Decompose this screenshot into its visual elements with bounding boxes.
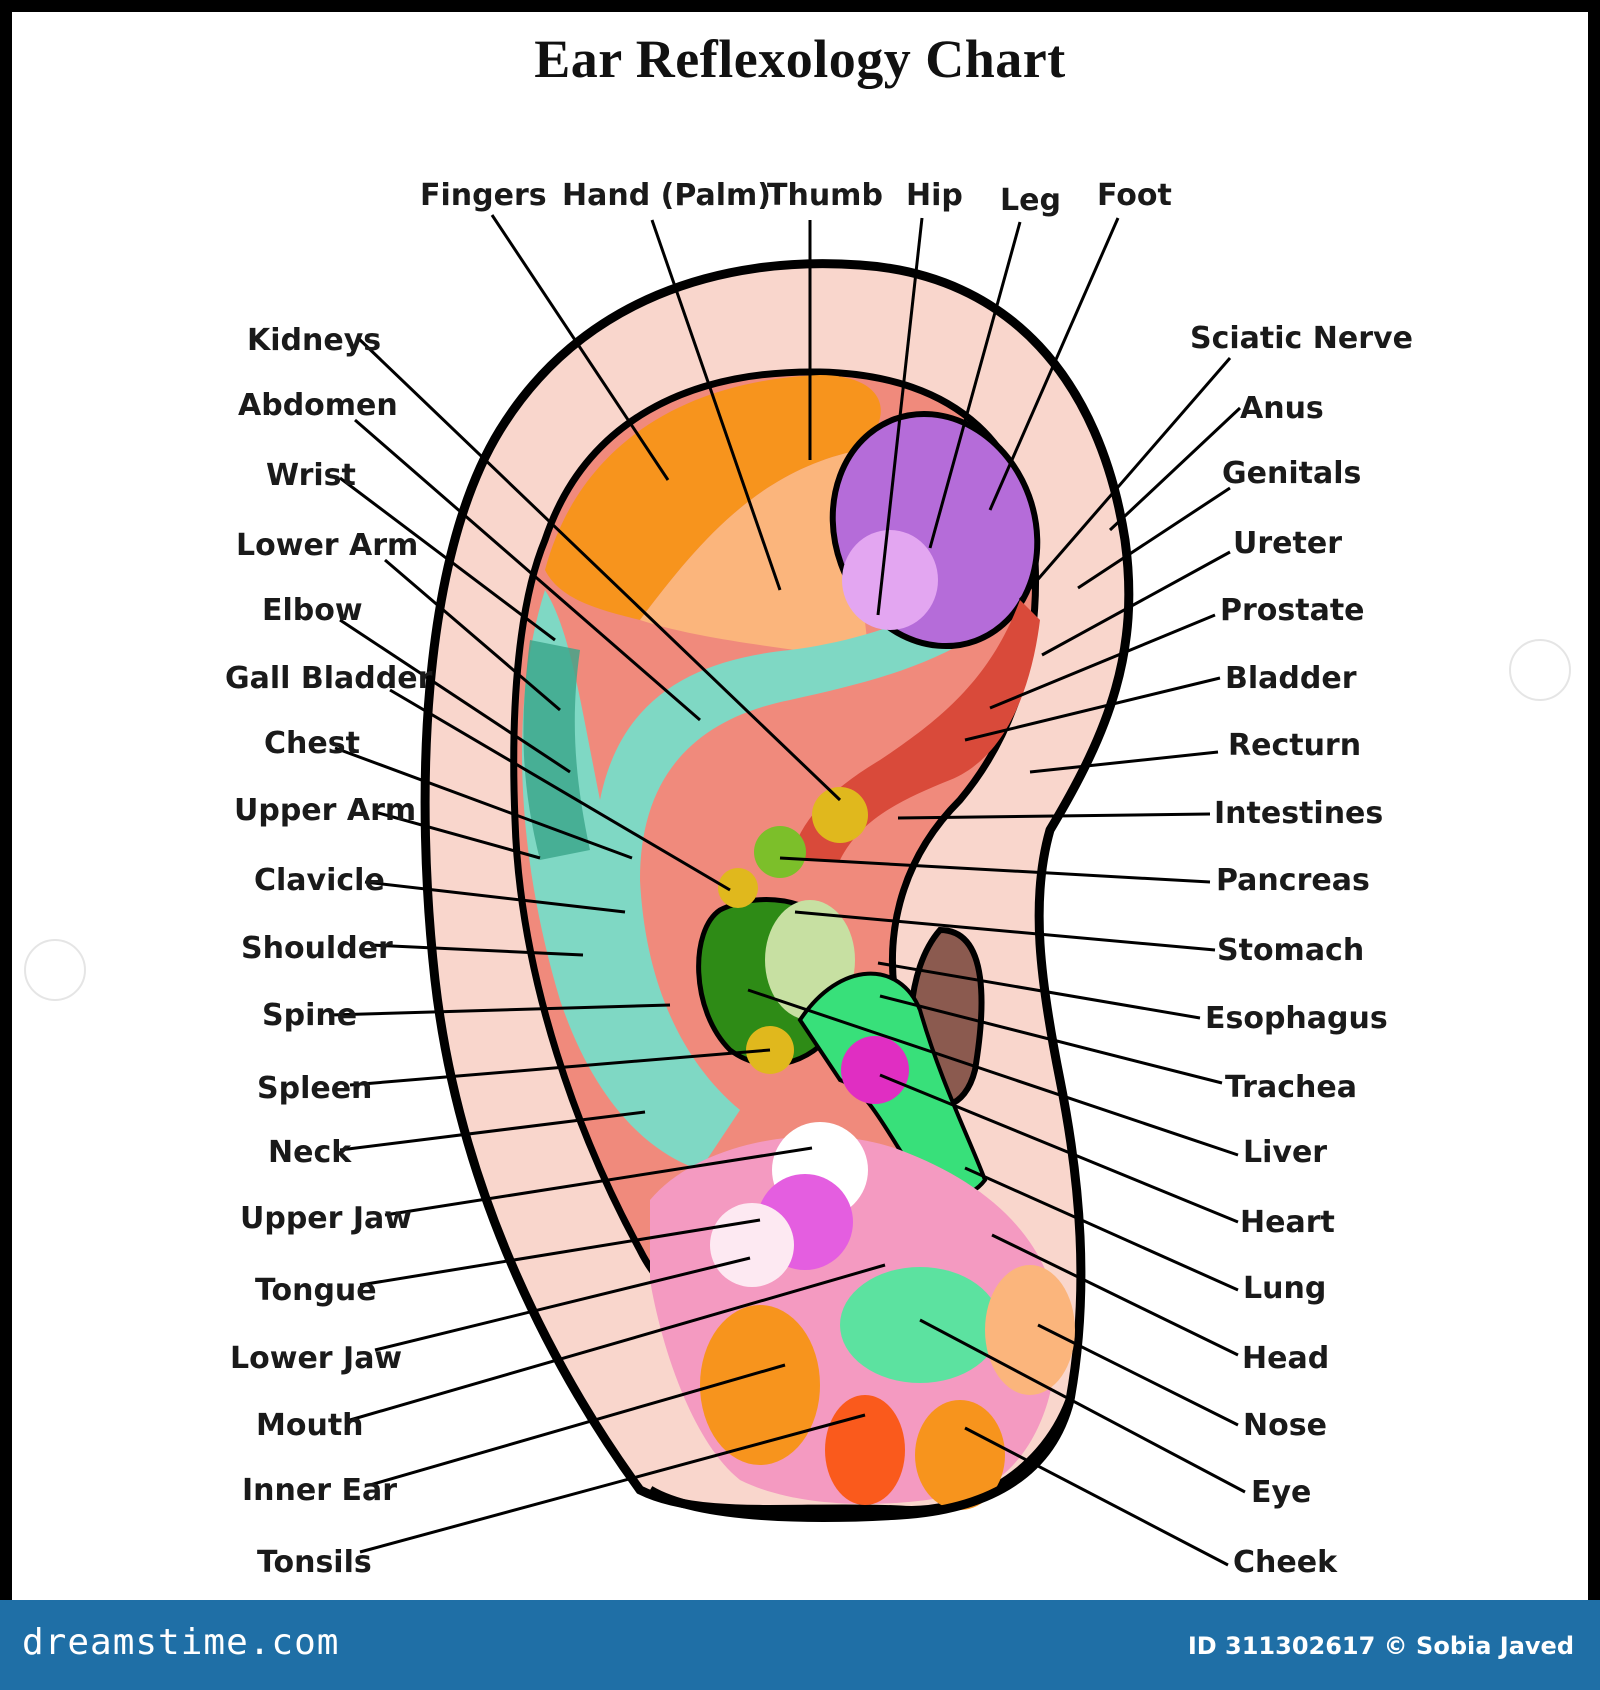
label-hand-palm: Hand (Palm): [562, 178, 771, 213]
label-gall-bladder: Gall Bladder: [225, 661, 433, 696]
label-heart: Heart: [1240, 1205, 1335, 1240]
label-lower-arm: Lower Arm: [236, 528, 418, 563]
inner-ear-zone: [700, 1305, 820, 1465]
label-leg: Leg: [1000, 183, 1061, 218]
label-ureter: Ureter: [1233, 526, 1342, 561]
label-stomach: Stomach: [1217, 933, 1364, 968]
label-fingers: Fingers: [420, 178, 547, 213]
label-genitals: Genitals: [1222, 456, 1361, 491]
ear-illustration: [420, 259, 1134, 1522]
lower-jaw-dot: [710, 1203, 794, 1287]
footer-credit: ID 311302617 © Sobia Javed: [1187, 1632, 1574, 1660]
label-hip: Hip: [906, 178, 963, 213]
label-kidneys: Kidneys: [247, 323, 381, 358]
tonsil-zone: [825, 1395, 905, 1505]
label-abdomen: Abdomen: [238, 388, 398, 423]
label-head: Head: [1242, 1341, 1329, 1376]
footer-bar: dreamstime.com ID 311302617 © Sobia Jave…: [0, 1600, 1600, 1690]
top-leader-lines: [490, 214, 1120, 616]
footer-brand: dreamstime.com: [22, 1622, 340, 1663]
label-bladder: Bladder: [1225, 661, 1357, 696]
label-mouth: Mouth: [256, 1408, 364, 1443]
label-tongue: Tongue: [255, 1273, 377, 1308]
label-upper-jaw: Upper Jaw: [240, 1201, 412, 1236]
page-title: Ear Reflexology Chart: [534, 29, 1066, 89]
label-trachea: Trachea: [1225, 1070, 1357, 1105]
label-liver: Liver: [1243, 1135, 1327, 1170]
left-labels: Kidneys Abdomen Wrist Lower Arm Elbow Ga…: [225, 323, 433, 1580]
label-anus: Anus: [1240, 391, 1324, 426]
label-lung: Lung: [1243, 1271, 1326, 1306]
label-clavicle: Clavicle: [254, 863, 385, 898]
label-foot: Foot: [1097, 178, 1172, 213]
label-shoulder: Shoulder: [241, 931, 393, 966]
hand-zone: [640, 450, 870, 660]
lobe-outline: [647, 1398, 1075, 1522]
label-spine: Spine: [262, 998, 357, 1033]
label-spleen: Spleen: [257, 1071, 372, 1106]
label-tonsils: Tonsils: [257, 1545, 372, 1580]
label-recturn: Recturn: [1228, 728, 1361, 763]
ear-diagram: Fingers Hand (Palm) Thumb Hip Leg Foot K…: [24, 178, 1571, 1580]
cheek-zone: [915, 1400, 1005, 1510]
gallbladder-dot: [718, 868, 758, 908]
right-leader-lines: [747, 357, 1246, 1567]
kidney-dot: [812, 787, 868, 843]
label-inner-ear: Inner Ear: [242, 1473, 397, 1508]
label-upper-arm: Upper Arm: [234, 793, 416, 828]
eye-zone: [840, 1267, 1000, 1383]
label-pancreas: Pancreas: [1216, 863, 1370, 898]
pancreas-dot: [754, 826, 806, 878]
label-sciatic-nerve: Sciatic Nerve: [1190, 321, 1413, 356]
scapha-dark: [523, 640, 590, 860]
label-neck: Neck: [268, 1135, 352, 1170]
label-esophagus: Esophagus: [1205, 1001, 1388, 1036]
fossa-highlight: [842, 530, 938, 630]
label-wrist: Wrist: [266, 458, 356, 493]
fingers-zone: [545, 375, 881, 620]
heart-dot: [841, 1036, 909, 1104]
scapha-band: [522, 560, 1020, 1170]
top-labels: Fingers Hand (Palm) Thumb Hip Leg Foot: [420, 178, 1172, 218]
right-labels: Sciatic Nerve Anus Genitals Ureter Prost…: [1190, 321, 1413, 1580]
label-prostate: Prostate: [1220, 593, 1365, 628]
label-chest: Chest: [264, 726, 360, 761]
label-thumb: Thumb: [767, 178, 883, 213]
left-leader-lines: [329, 336, 886, 1554]
label-intestines: Intestines: [1214, 796, 1383, 831]
label-elbow: Elbow: [262, 593, 363, 628]
nose-zone: [985, 1265, 1075, 1395]
label-cheek: Cheek: [1233, 1545, 1338, 1580]
label-nose: Nose: [1243, 1408, 1327, 1443]
label-lower-jaw: Lower Jaw: [230, 1341, 402, 1376]
label-eye: Eye: [1251, 1475, 1311, 1510]
